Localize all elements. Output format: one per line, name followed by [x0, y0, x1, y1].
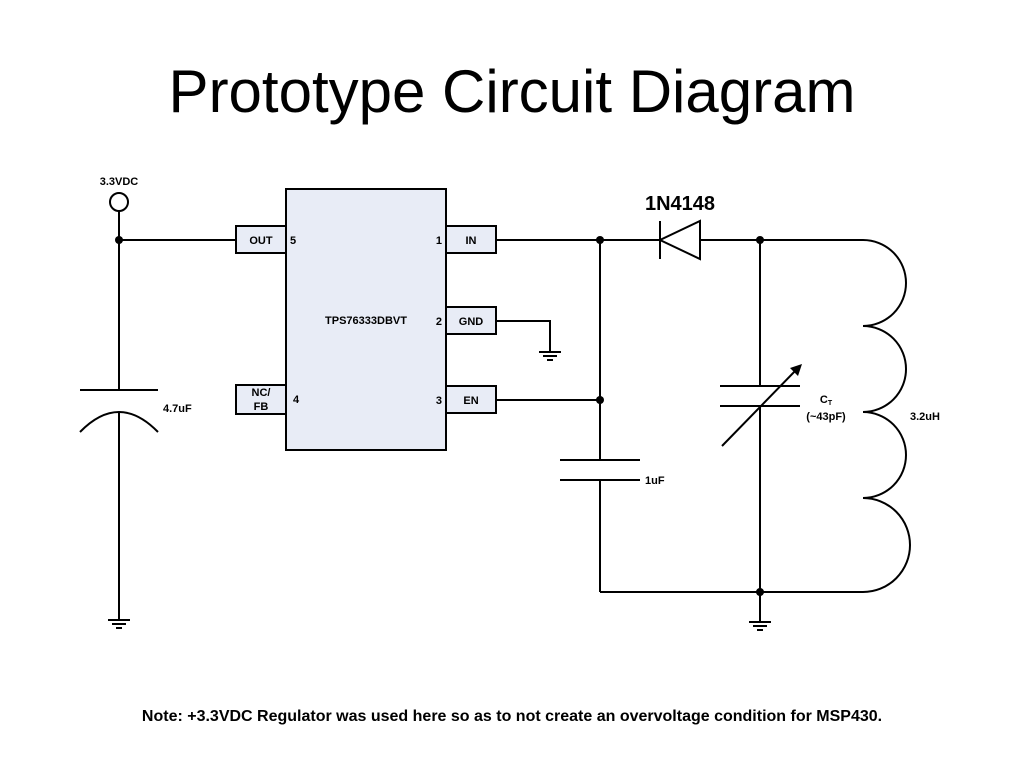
pin-ncfb — [235, 384, 287, 415]
slide-title: Prototype Circuit Diagram — [168, 58, 856, 125]
diode: 1N4148 — [645, 193, 760, 261]
pin-gnd-number: 2 — [436, 316, 442, 328]
tuning-capacitor-name: CT — [820, 394, 833, 407]
inductor: 3.2uH — [862, 239, 940, 593]
pin-ncfb-number: 4 — [293, 394, 300, 406]
supply-label: 3.3VDC — [100, 176, 139, 188]
input-capacitor-value: 1uF — [645, 475, 665, 487]
regulator-ic: TPS76333DBVT OUT 5 NC/ FB 4 IN 1 GND 2 E… — [235, 188, 497, 451]
pin-en-number: 3 — [436, 395, 442, 407]
inductor-value: 3.2uH — [910, 411, 940, 423]
pin-in-number: 1 — [436, 235, 442, 247]
supply-terminal: 3.3VDC — [100, 176, 139, 240]
ground-right — [749, 592, 771, 631]
diode-part: 1N4148 — [645, 193, 715, 215]
pin-in — [445, 225, 497, 254]
output-capacitor-value: 4.7uF — [163, 403, 192, 415]
regulator-part: TPS76333DBVT — [325, 315, 407, 327]
pin-gnd-label: GND — [459, 316, 484, 328]
pin-out-label: OUT — [249, 235, 273, 247]
tuning-capacitor: CT (~43pF) — [720, 240, 846, 592]
pin-ncfb-label: NC/ — [252, 387, 271, 399]
pin-en-label: EN — [463, 395, 478, 407]
pin-out — [235, 225, 287, 254]
ground-regulator — [496, 320, 561, 361]
input-capacitor: 1uF — [560, 240, 665, 592]
ground-left — [108, 619, 130, 629]
tuning-capacitor-value: (~43pF) — [806, 411, 846, 423]
pin-out-number: 5 — [290, 235, 296, 247]
output-capacitor: 4.7uF — [79, 240, 192, 620]
pin-in-label: IN — [466, 235, 477, 247]
footnote: Note: +3.3VDC Regulator was used here so… — [141, 708, 883, 725]
pin-ncfb-label2: FB — [254, 401, 269, 413]
